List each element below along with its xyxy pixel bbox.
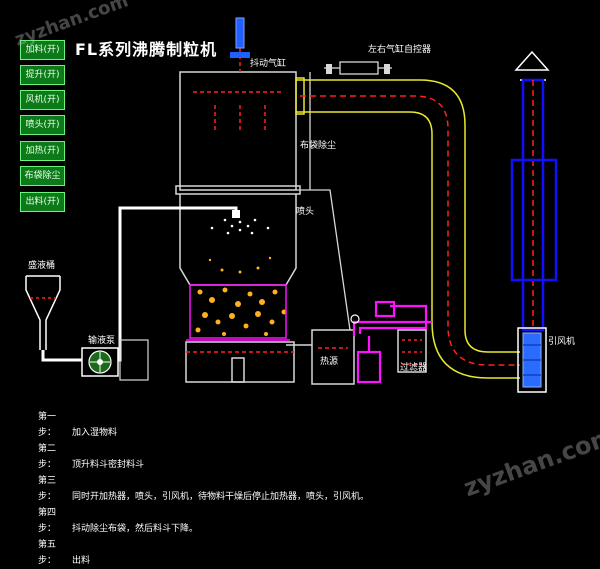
cylinder-controller-label: 左右气缸自控器 bbox=[368, 45, 432, 55]
feed-button[interactable]: 加料(开) bbox=[20, 40, 65, 60]
step-row: 第三步： 同时开加热器，喷头，引风机，待物料干燥后停止加热器，喷头，引风机。 bbox=[38, 473, 369, 505]
lift-button[interactable]: 提升(开) bbox=[20, 65, 65, 85]
step-number: 第五步： bbox=[38, 540, 57, 566]
step-row: 第五步： 出料 bbox=[38, 537, 369, 569]
step-number: 第二步： bbox=[38, 444, 57, 470]
bag-dust-label: 布袋除尘 bbox=[300, 141, 337, 151]
air-piping bbox=[352, 300, 432, 384]
pump-label: 输液泵 bbox=[88, 336, 116, 346]
pump-base bbox=[119, 339, 149, 381]
heat-button[interactable]: 加热(开) bbox=[20, 141, 65, 161]
bag-filter-housing bbox=[296, 72, 351, 331]
step-number: 第一步： bbox=[38, 412, 57, 438]
step-text: 同时开加热器，喷头，引风机，待物料干燥后停止加热器，喷头，引风机。 bbox=[72, 492, 370, 502]
exhaust-chimney bbox=[510, 50, 558, 332]
liquid-line bbox=[41, 206, 238, 362]
heater-label: 热源 bbox=[320, 357, 339, 367]
step-number: 第三步： bbox=[38, 476, 57, 502]
exhaust-duct bbox=[295, 77, 520, 379]
spray-pattern bbox=[210, 218, 270, 235]
step-text: 出料 bbox=[72, 556, 91, 566]
filter-label: 过滤器 bbox=[400, 363, 428, 373]
cylinder-controller bbox=[324, 61, 392, 75]
induced-fan bbox=[517, 327, 547, 393]
step-text: 抖动除尘布袋，然后料斗下降。 bbox=[72, 524, 199, 534]
step-row: 第一步： 加入湿物料 bbox=[38, 409, 369, 441]
heater-unit bbox=[286, 329, 355, 385]
pressure-gauge bbox=[350, 314, 360, 324]
filter-unit bbox=[397, 329, 427, 373]
bag-filter-chamber bbox=[175, 71, 301, 195]
step-text: 加入湿物料 bbox=[72, 428, 118, 438]
shaker-cylinder-label: 抖动气缸 bbox=[250, 59, 287, 69]
spray-head-label: 喷头 bbox=[296, 207, 315, 217]
step-number: 第四步： bbox=[38, 508, 57, 534]
fan-button[interactable]: 风机(开) bbox=[20, 90, 65, 110]
spray-nozzle bbox=[232, 210, 240, 218]
product-bowl bbox=[186, 284, 290, 341]
fluidized-particles bbox=[195, 256, 287, 336]
granulator-diagram bbox=[25, 17, 558, 393]
discharge-button[interactable]: 出料(开) bbox=[20, 192, 65, 212]
spray-button[interactable]: 喷头(开) bbox=[20, 115, 65, 135]
fan-label: 引风机 bbox=[548, 337, 576, 347]
duct-flow-line bbox=[300, 95, 520, 366]
bag-dust-button[interactable]: 布袋除尘 bbox=[20, 166, 65, 186]
liquid-tank-label: 盛液桶 bbox=[28, 261, 56, 271]
step-row: 第二步： 顶升料斗密封料斗 bbox=[38, 441, 369, 473]
diagram-title: FL系列沸腾制粒机 bbox=[75, 40, 218, 59]
process-steps: 第一步： 加入湿物料 第二步： 顶升料斗密封料斗 第三步： 同时开加热器，喷头，引风机… bbox=[38, 409, 369, 569]
step-text: 顶升料斗密封料斗 bbox=[72, 460, 145, 470]
liquid-tank bbox=[25, 275, 61, 350]
liquid-pump bbox=[81, 347, 119, 377]
step-row: 第四步： 抖动除尘布袋，然后料斗下降。 bbox=[38, 505, 369, 537]
machine-base bbox=[185, 341, 295, 383]
shaker-cylinder bbox=[230, 17, 250, 58]
